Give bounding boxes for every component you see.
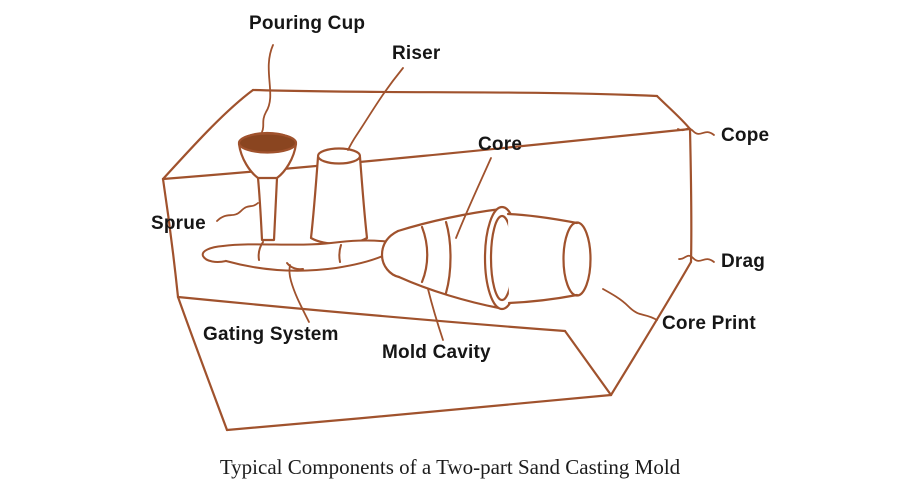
pouring-cup-shape (237, 131, 298, 242)
core-top-edge (506, 212, 579, 225)
riser-opening (316, 147, 362, 165)
label-pouring-cup: Pouring Cup (249, 13, 366, 34)
bell-end-cap (380, 229, 401, 279)
parting-line (176, 295, 567, 333)
core-leader (455, 157, 492, 239)
mold-cavity-shape (380, 205, 592, 311)
runner-pad (218, 239, 397, 272)
drag-leader (678, 254, 715, 263)
bell-rib-2 (444, 220, 452, 295)
drag-corner-edge (563, 329, 613, 397)
runner-detail-1 (257, 241, 264, 261)
mold-box-lines (161, 88, 693, 432)
drag-bottom-edge (225, 393, 613, 432)
mold-cavity-leader (427, 288, 444, 341)
core-fill (508, 214, 589, 303)
bell-bottom-edge (397, 275, 501, 310)
diagram-caption: Typical Components of a Two-part Sand Ca… (219, 455, 681, 479)
gating-system-leader (288, 264, 310, 323)
riser-shape (309, 147, 369, 246)
box-back-top-edge (251, 88, 659, 98)
label-drag: Drag (721, 251, 766, 272)
label-cope: Cope (721, 125, 770, 146)
riser-leader (347, 67, 404, 151)
pouring-cup-opening (237, 132, 298, 154)
riser-body (309, 155, 369, 246)
label-sprue: Sprue (151, 213, 206, 234)
label-mold-cavity: Mold Cavity (382, 342, 491, 363)
label-core: Core (478, 134, 523, 155)
core-print-end (562, 221, 592, 297)
runner-detail-3 (286, 262, 304, 271)
box-left-edge (161, 177, 180, 299)
label-core-print: Core Print (662, 313, 756, 334)
box-top-right-edge (655, 94, 692, 131)
core-bottom-edge (507, 293, 579, 305)
runner-detail-2 (338, 244, 342, 263)
drag-right-edge (609, 260, 693, 397)
cope-leader (677, 127, 715, 136)
box-top-left-edge (161, 88, 255, 181)
box-right-edge (688, 127, 693, 264)
runner-left-tab (201, 245, 227, 263)
core-print-leader (602, 288, 658, 321)
gating-system-shape (201, 239, 397, 272)
bell-top-edge (396, 207, 503, 233)
sprue-channel (256, 176, 279, 242)
pouring-cup-leader (261, 44, 274, 133)
label-gating-system: Gating System (203, 324, 339, 345)
bell-body-fill (382, 209, 501, 308)
box-front-rim (161, 127, 692, 181)
sprue-leader (216, 202, 259, 222)
leader-lines (216, 44, 715, 341)
bell-rib-1 (420, 225, 429, 284)
drag-left-edge (176, 295, 229, 432)
label-riser: Riser (392, 43, 441, 64)
